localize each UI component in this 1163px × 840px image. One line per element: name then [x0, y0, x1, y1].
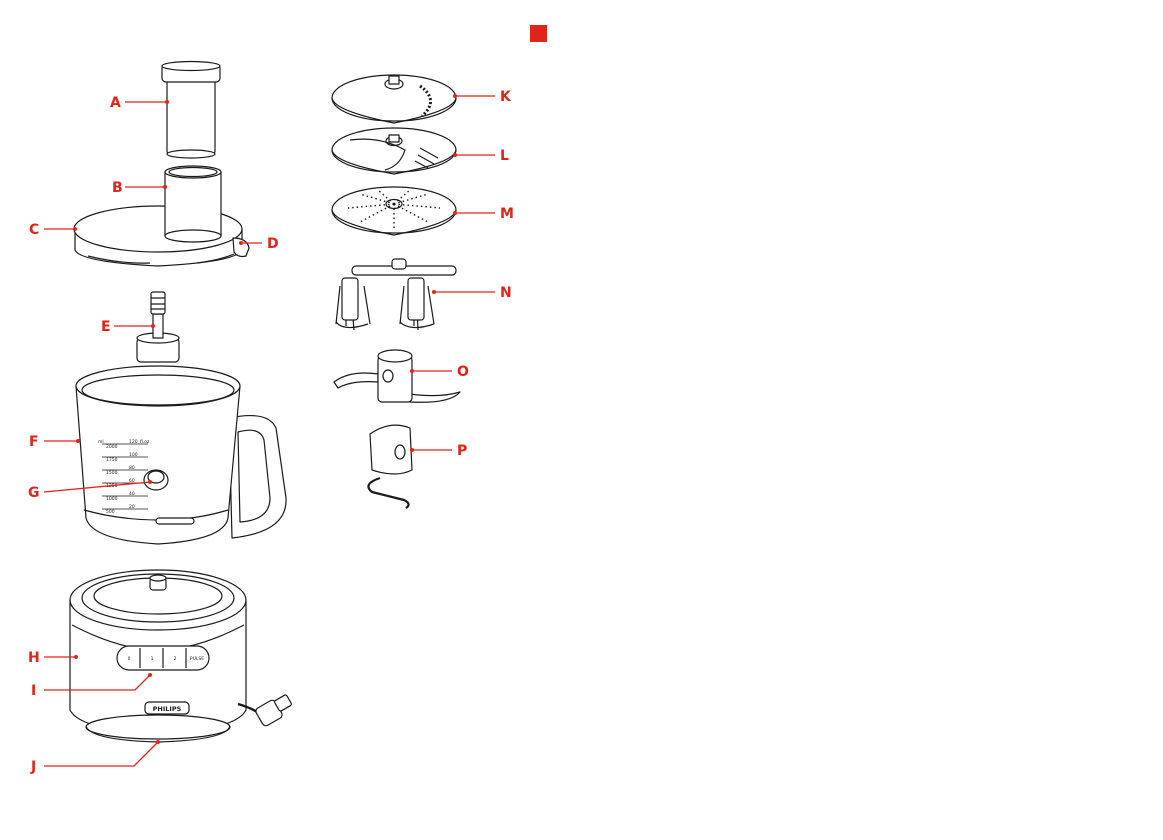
label-h: H	[28, 650, 40, 666]
grating-disc	[332, 187, 456, 235]
label-d: D	[267, 236, 279, 252]
label-a: A	[110, 95, 121, 111]
label-m: M	[500, 206, 514, 222]
label-e: E	[101, 319, 111, 335]
bowl-spindle	[144, 470, 168, 490]
label-j: J	[30, 759, 36, 775]
leader-dot	[156, 740, 160, 744]
leader-dot	[453, 153, 457, 157]
leader-dot	[74, 655, 78, 659]
bowl-scale-ml: 1500	[106, 470, 118, 476]
label-k: K	[500, 89, 512, 105]
label-b: B	[112, 180, 123, 196]
label-i: I	[31, 683, 36, 699]
bowl-scale-unit-ml: ml	[98, 439, 104, 445]
bowl-scale-ml: 1750	[106, 457, 118, 463]
shredding-disc	[332, 128, 456, 174]
label-g: G	[28, 485, 40, 501]
bowl-scale-oz: 100	[129, 452, 138, 458]
leader-dot	[410, 369, 414, 373]
leader-line-j	[44, 742, 158, 766]
button-label-pulse: PULSE	[190, 656, 204, 662]
leader-dot	[73, 227, 77, 231]
section-marker	[530, 25, 547, 42]
dual-whisk	[336, 259, 456, 330]
bowl-scale-ml: 1000	[106, 496, 118, 502]
bowl-scale-oz: 40	[129, 491, 135, 497]
leader-dot	[151, 324, 155, 328]
bowl-scale-ml: 2000	[106, 444, 118, 450]
leader-dot	[148, 480, 152, 484]
feed-tube	[165, 166, 221, 242]
leader-dot	[163, 185, 167, 189]
leader-dot	[410, 448, 414, 452]
leader-dot	[432, 290, 436, 294]
label-l: L	[500, 148, 509, 164]
button-label-speed-1: 1	[151, 656, 154, 662]
drive-shaft	[137, 292, 179, 362]
bowl-scale-oz: 20	[129, 504, 135, 510]
brand-logo: PHILIPS	[153, 705, 182, 713]
leader-dot	[239, 241, 243, 245]
leader-dot	[453, 94, 457, 98]
label-n: N	[500, 285, 512, 301]
pusher	[162, 62, 220, 159]
button-label-off: 0	[128, 656, 131, 662]
bowl-scale-oz: 120	[129, 439, 138, 445]
label-f: F	[29, 434, 39, 450]
dough-tool	[368, 425, 412, 508]
label-o: O	[457, 364, 469, 380]
leader-dot	[165, 100, 169, 104]
bowl	[76, 366, 286, 544]
label-c: C	[29, 222, 39, 238]
leader-dot	[148, 673, 152, 677]
leader-dot	[76, 439, 80, 443]
motor-knob	[150, 575, 166, 590]
button-label-speed-2: 2	[174, 656, 177, 662]
leader-dot	[453, 211, 457, 215]
cord-storage	[86, 715, 230, 742]
slicing-disc	[332, 75, 456, 123]
bowl-scale-oz: 80	[129, 465, 135, 471]
label-p: P	[457, 443, 467, 459]
chopping-blade	[334, 350, 460, 402]
bowl-scale-ml: 500	[106, 509, 115, 515]
bowl-scale-unit-oz: fl.oz	[140, 439, 150, 445]
lid-lock-tab	[233, 238, 249, 257]
